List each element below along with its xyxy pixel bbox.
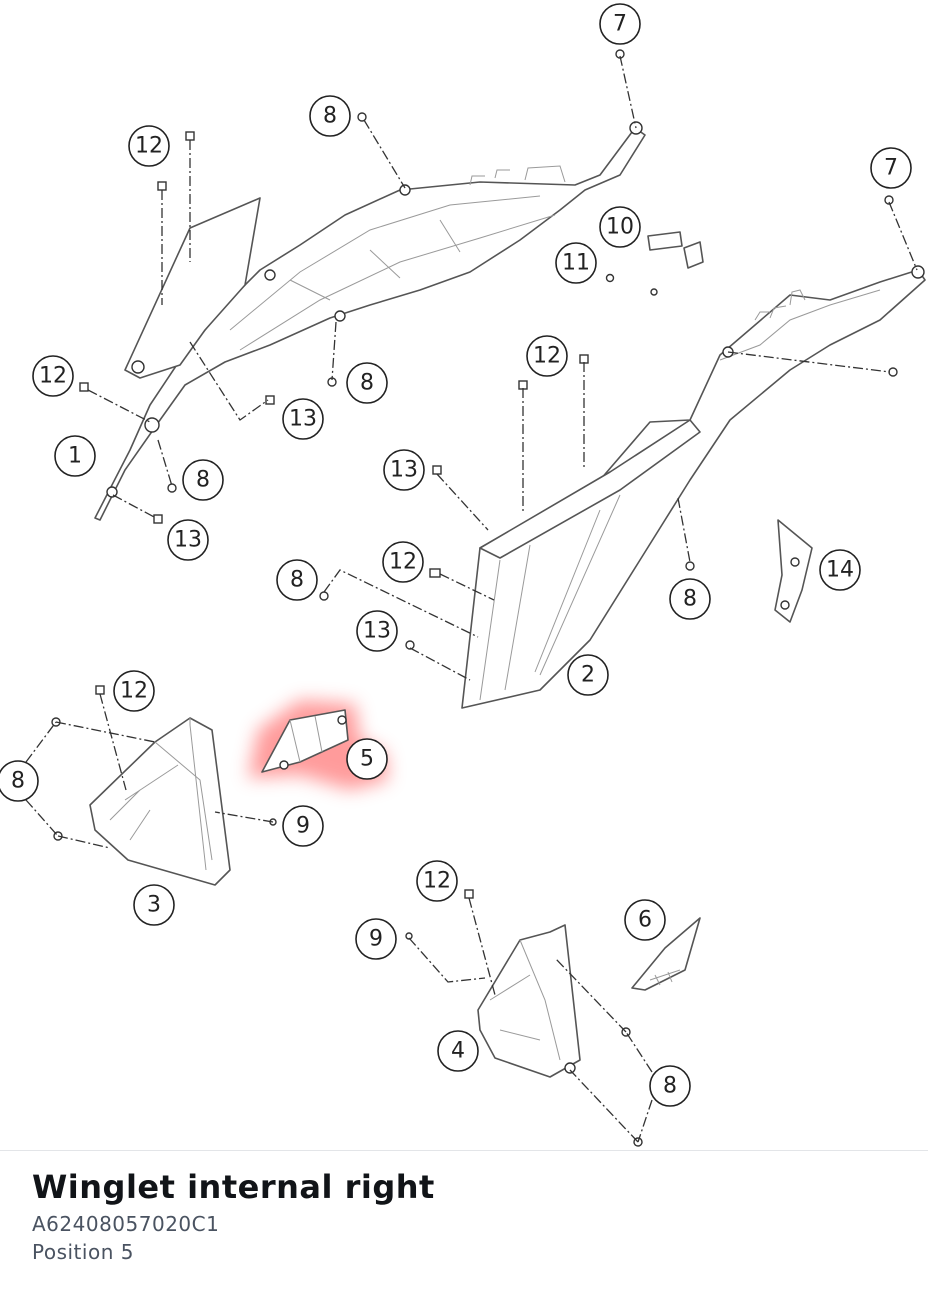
part-5-winglet-internal-right[interactable] bbox=[261, 709, 349, 773]
svg-text:1: 1 bbox=[68, 444, 82, 469]
callout-13-lower[interactable]: 13 bbox=[356, 610, 398, 652]
callout-8-mid-left[interactable]: 8 bbox=[346, 362, 388, 404]
callout-4[interactable]: 4 bbox=[437, 1030, 479, 1072]
svg-text:8: 8 bbox=[323, 104, 337, 129]
part-position: Position 5 bbox=[32, 1240, 134, 1264]
callout-13-mid[interactable]: 13 bbox=[383, 449, 425, 491]
svg-text:14: 14 bbox=[826, 558, 854, 583]
callout-11[interactable]: 11 bbox=[555, 242, 597, 284]
callout-12-mid[interactable]: 12 bbox=[382, 541, 424, 583]
callout-8-center[interactable]: 8 bbox=[276, 559, 318, 601]
callout-8-top[interactable]: 8 bbox=[309, 95, 351, 137]
svg-text:12: 12 bbox=[533, 344, 561, 369]
svg-text:9: 9 bbox=[369, 927, 383, 952]
svg-text:8: 8 bbox=[290, 568, 304, 593]
exploded-parts-diagram: 7 8 12 7 10 11 12 8 12 13 1 8 13 13 12 1… bbox=[0, 3, 926, 1147]
callout-12-bottom[interactable]: 12 bbox=[416, 860, 458, 902]
callout-7-top[interactable]: 7 bbox=[599, 3, 641, 45]
part-title: Winglet internal right bbox=[32, 1168, 435, 1206]
svg-text:13: 13 bbox=[174, 528, 202, 553]
callout-8-left[interactable]: 8 bbox=[182, 459, 224, 501]
svg-text:8: 8 bbox=[683, 587, 697, 612]
callout-12-lower-left[interactable]: 12 bbox=[113, 670, 155, 712]
svg-text:13: 13 bbox=[289, 407, 317, 432]
callout-14[interactable]: 14 bbox=[819, 549, 861, 591]
part-3-lower-left-cover[interactable] bbox=[89, 717, 231, 886]
callout-5-highlighted[interactable]: 5 bbox=[346, 738, 388, 780]
svg-text:8: 8 bbox=[11, 769, 25, 794]
callout-12-left[interactable]: 12 bbox=[32, 355, 74, 397]
callout-7-right[interactable]: 7 bbox=[870, 147, 912, 189]
svg-text:3: 3 bbox=[147, 893, 161, 918]
svg-text:8: 8 bbox=[663, 1074, 677, 1099]
callout-8-lower-left[interactable]: 8 bbox=[0, 760, 39, 802]
callout-13-left[interactable]: 13 bbox=[167, 519, 209, 561]
callout-6[interactable]: 6 bbox=[624, 899, 666, 941]
callout-12-top-left[interactable]: 12 bbox=[128, 125, 170, 167]
callout-1[interactable]: 1 bbox=[54, 435, 96, 477]
svg-text:13: 13 bbox=[390, 458, 418, 483]
callout-3[interactable]: 3 bbox=[133, 884, 175, 926]
svg-text:10: 10 bbox=[606, 215, 634, 240]
callout-8-bottom[interactable]: 8 bbox=[649, 1065, 691, 1107]
part-6-small-plate[interactable] bbox=[631, 917, 701, 991]
svg-text:12: 12 bbox=[39, 364, 67, 389]
part-10-pads[interactable] bbox=[647, 231, 704, 269]
svg-text:11: 11 bbox=[562, 251, 590, 276]
svg-text:5: 5 bbox=[360, 747, 374, 772]
svg-text:4: 4 bbox=[451, 1039, 465, 1064]
leader-lines bbox=[25, 55, 918, 1143]
part-11-nuts[interactable] bbox=[605, 273, 658, 296]
svg-text:8: 8 bbox=[360, 371, 374, 396]
callout-12-right[interactable]: 12 bbox=[526, 335, 568, 377]
svg-text:9: 9 bbox=[296, 814, 310, 839]
callout-13-upper[interactable]: 13 bbox=[282, 398, 324, 440]
svg-text:2: 2 bbox=[581, 663, 595, 688]
svg-text:7: 7 bbox=[613, 12, 627, 37]
callout-9-left[interactable]: 9 bbox=[282, 805, 324, 847]
part-number: A62408057020C1 bbox=[32, 1212, 220, 1236]
svg-text:12: 12 bbox=[423, 869, 451, 894]
callout-10[interactable]: 10 bbox=[599, 206, 641, 248]
part-info-panel: Winglet internal right A62408057020C1 Po… bbox=[32, 1168, 892, 1268]
svg-text:12: 12 bbox=[389, 550, 417, 575]
info-divider bbox=[0, 1150, 928, 1151]
svg-text:6: 6 bbox=[638, 908, 652, 933]
part-4-lower-center-cover[interactable] bbox=[477, 924, 581, 1078]
svg-text:12: 12 bbox=[120, 679, 148, 704]
part-14-small-bracket[interactable] bbox=[774, 519, 813, 623]
svg-text:12: 12 bbox=[135, 134, 163, 159]
callout-8-right[interactable]: 8 bbox=[669, 578, 711, 620]
callout-9-bottom[interactable]: 9 bbox=[355, 918, 397, 960]
part-2-right-side-panel[interactable] bbox=[461, 265, 926, 709]
svg-text:7: 7 bbox=[884, 156, 898, 181]
callout-2[interactable]: 2 bbox=[567, 654, 609, 696]
part-1-left-side-panel[interactable] bbox=[94, 121, 646, 521]
svg-text:13: 13 bbox=[363, 619, 391, 644]
svg-text:8: 8 bbox=[196, 468, 210, 493]
